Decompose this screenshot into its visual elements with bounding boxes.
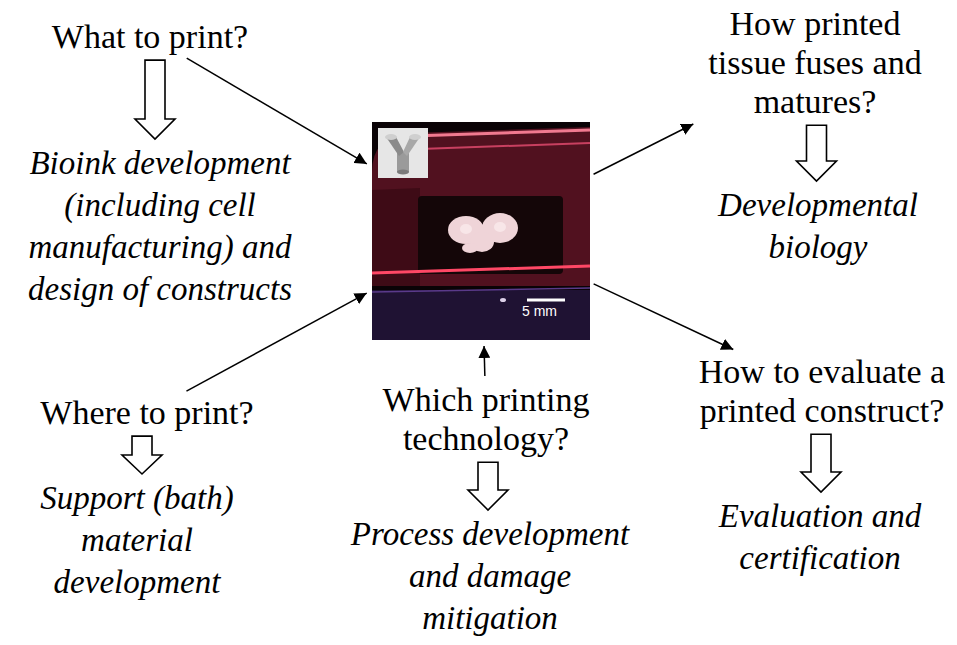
model-opening bbox=[385, 134, 397, 140]
tissue-stem bbox=[462, 243, 478, 253]
dish-rim bbox=[372, 266, 590, 273]
answer-text: Bioink development (including cell manuf… bbox=[15, 143, 305, 311]
answer-label: Bioink development (including cell manuf… bbox=[15, 143, 305, 311]
model-opening bbox=[409, 134, 421, 140]
answer-label: Process development and damage mitigatio… bbox=[344, 514, 637, 640]
answer-label: Support (bath) material development bbox=[22, 478, 252, 604]
scale-bar bbox=[527, 299, 565, 302]
support-bath bbox=[418, 196, 563, 274]
connector-arrow bbox=[483, 346, 485, 376]
connector-arrow bbox=[594, 284, 734, 350]
dish-base bbox=[372, 290, 590, 340]
question-label: What to print? bbox=[20, 17, 280, 56]
tissue-lumen bbox=[494, 222, 506, 232]
answer-text: Developmental biology bbox=[703, 185, 933, 269]
answer-label: Evaluation and certification bbox=[700, 496, 940, 580]
dish-rim bbox=[420, 143, 590, 149]
block-arrow bbox=[797, 125, 837, 181]
question-text: How printed tissue fuses and matures? bbox=[698, 4, 933, 121]
question-text: Which printing technology? bbox=[356, 380, 616, 458]
reflection-spot bbox=[500, 298, 506, 302]
photo-ground bbox=[372, 122, 590, 340]
question-label: Where to print? bbox=[17, 393, 277, 432]
dish-body bbox=[372, 127, 590, 286]
photo-panel: 5 mm bbox=[372, 122, 590, 340]
answer-label: Developmental biology bbox=[703, 185, 933, 269]
connector-arrow bbox=[594, 124, 694, 174]
connector-arrow bbox=[186, 293, 366, 391]
question-text: What to print? bbox=[20, 17, 280, 56]
block-arrow bbox=[122, 436, 162, 474]
question-label: How to evaluate a printed construct? bbox=[694, 352, 950, 430]
question-text: Where to print? bbox=[17, 393, 277, 432]
model-base bbox=[397, 170, 409, 175]
question-text: How to evaluate a printed construct? bbox=[694, 352, 950, 430]
model-inset bbox=[378, 128, 428, 178]
dish-edge bbox=[372, 288, 590, 292]
answer-text: Evaluation and certification bbox=[700, 496, 940, 580]
block-arrow bbox=[801, 434, 841, 492]
tissue-lumen bbox=[460, 224, 472, 234]
answer-text: Process development and damage mitigatio… bbox=[344, 514, 637, 640]
dish-rim bbox=[412, 130, 590, 136]
scale-label: 5 mm bbox=[522, 304, 557, 319]
block-arrow bbox=[468, 462, 508, 510]
question-label: How printed tissue fuses and matures? bbox=[698, 4, 933, 121]
printed-tissue bbox=[448, 213, 518, 253]
question-label: Which printing technology? bbox=[356, 380, 616, 458]
model-arm bbox=[386, 137, 404, 156]
answer-text: Support (bath) material development bbox=[22, 478, 252, 604]
model-arm bbox=[403, 137, 420, 156]
block-arrow bbox=[135, 60, 175, 139]
